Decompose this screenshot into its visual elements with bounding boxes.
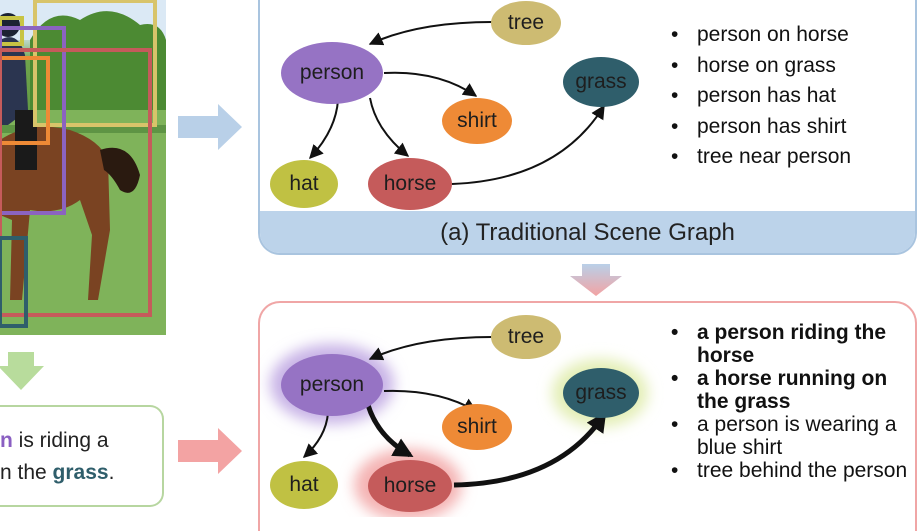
relation-b-item: tree behind the person (667, 459, 917, 482)
sentence-text-2: n the (0, 461, 53, 484)
relation-b-item: a person is wearing a blue shirt (667, 413, 917, 459)
node-a-horse: horse (368, 158, 452, 210)
arrow-down-green (0, 352, 44, 390)
relation-a-item: person has hat (667, 81, 907, 112)
input-image (0, 0, 166, 335)
caption-sentence: n is riding a n the grass. (0, 405, 164, 507)
edge-b-horse-grass (453, 411, 607, 488)
relation-a-item: person on horse (667, 20, 907, 51)
horse-rider-photo (0, 0, 166, 335)
node-b-grass: grass (563, 368, 639, 418)
graph-a-edges (309, 21, 605, 185)
sentence-text-1: is riding a (12, 429, 109, 452)
node-a-tree: tree (491, 1, 561, 45)
arrow-down-between-panels (570, 264, 622, 296)
node-a-person: person (281, 42, 383, 104)
relation-a-item: horse on grass (667, 51, 907, 82)
relation-a-item: tree near person (667, 142, 907, 173)
caption-band (260, 211, 915, 253)
sentence-line-2: n the grass. (0, 457, 162, 489)
relation-list-b: a person riding the horse a horse runnin… (667, 321, 917, 482)
edge-tree-person (368, 21, 493, 46)
edge-person-shirt (383, 71, 478, 97)
edge-b-person-hat (302, 412, 329, 458)
edge-person-horse (369, 97, 410, 157)
edge-b-tree-person (368, 336, 493, 361)
node-b-hat: hat (270, 461, 338, 509)
arrow-to-enriched-graph (178, 428, 242, 474)
node-b-horse: horse (368, 460, 452, 512)
node-a-hat: hat (270, 160, 338, 208)
relation-list-a: person on horse horse on grass person ha… (667, 20, 907, 173)
edge-person-hat (309, 99, 339, 160)
node-b-person: person (281, 354, 383, 416)
panel-a-caption: (a) Traditional Scene Graph (440, 219, 735, 246)
sentence-person: n (0, 429, 13, 452)
sentence-grass: grass (52, 461, 109, 484)
edge-b-person-horse (365, 404, 414, 458)
node-b-shirt: shirt (442, 404, 512, 450)
node-a-grass: grass (563, 57, 639, 107)
relation-b-item: a person riding the horse (667, 321, 917, 367)
sentence-line-1: n is riding a (0, 425, 162, 457)
sentence-text-3: . (108, 461, 115, 484)
relation-b-item: a horse running on the grass (667, 367, 917, 413)
arrow-to-scene-graph (178, 104, 242, 150)
node-b-tree: tree (491, 315, 561, 359)
node-a-shirt: shirt (442, 98, 512, 144)
relation-a-item: person has shirt (667, 112, 907, 143)
edge-horse-grass (451, 104, 605, 185)
